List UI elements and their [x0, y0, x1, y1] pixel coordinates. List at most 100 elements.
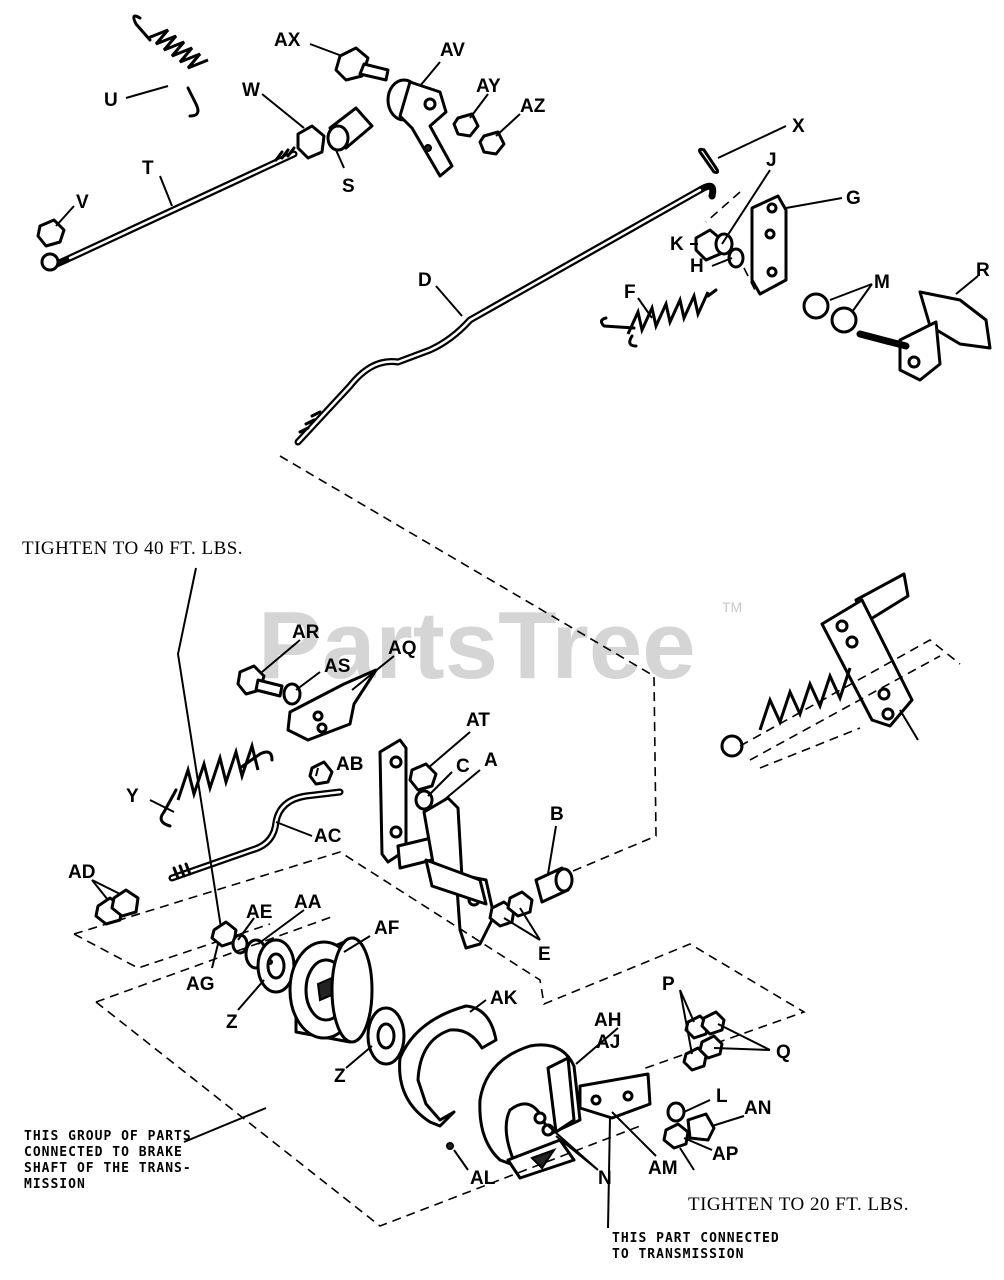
label-aj: AJ — [596, 1032, 620, 1053]
label-ad: AD — [68, 862, 95, 883]
note-trans-line-2: TO TRANSMISSION — [612, 1247, 744, 1262]
label-ah: AH — [594, 1010, 621, 1031]
label-aa: AA — [294, 892, 322, 913]
label-ae: AE — [246, 902, 272, 923]
label-j: J — [766, 150, 777, 171]
label-an: AN — [744, 1098, 771, 1119]
label-leaders — [55, 43, 979, 1229]
label-m: M — [874, 272, 890, 293]
label-l: L — [716, 1086, 728, 1107]
label-av: AV — [440, 40, 465, 61]
part-ad-nuts — [94, 888, 140, 926]
part-j-washer — [714, 232, 734, 256]
label-k: K — [670, 234, 684, 255]
part-h-washer — [727, 247, 745, 269]
part-am-bracket — [578, 1072, 652, 1120]
label-al: AL — [470, 1168, 496, 1189]
label-r: R — [976, 260, 990, 281]
label-t: T — [142, 158, 154, 179]
part-s-bushing — [326, 106, 374, 152]
torque-40-leader — [176, 567, 223, 935]
part-ah-aj-band — [478, 1043, 582, 1180]
part-as-washer — [282, 682, 302, 706]
label-ag: AG — [186, 974, 215, 995]
part-z-hub-lower — [366, 1006, 406, 1066]
label-az: AZ — [520, 96, 546, 117]
note-group-line-4: MISSION — [24, 1177, 86, 1192]
part-x-cotter-pin — [698, 147, 720, 174]
part-t-rod — [40, 146, 298, 272]
label-n: N — [598, 1168, 612, 1189]
part-m-bushings — [802, 292, 858, 334]
part-b-bushing — [534, 866, 574, 904]
part-ak-band — [398, 1004, 498, 1128]
label-s: S — [342, 176, 355, 197]
label-ar: AR — [292, 622, 320, 643]
label-p: P — [662, 974, 675, 995]
part-r-pedal — [856, 290, 992, 382]
label-af: AF — [374, 918, 399, 939]
part-g-plate — [750, 194, 788, 296]
label-f: F — [624, 282, 636, 303]
label-am: AM — [648, 1158, 678, 1179]
label-aq: AQ — [388, 638, 417, 659]
part-af-drum — [288, 936, 374, 1044]
part-an-bolt — [686, 1112, 716, 1142]
label-q: Q — [776, 1042, 791, 1063]
part-az-nut — [478, 130, 506, 156]
watermark-brand: PartsTree — [258, 592, 696, 699]
part-labels: U W AX AV AY AZ X T S V J G K H D F M R … — [68, 30, 990, 1189]
part-q-nuts — [698, 1010, 726, 1060]
part-y-spring — [159, 740, 274, 828]
alignment-line-g — [705, 191, 757, 293]
part-e-nuts — [488, 890, 534, 928]
label-ak: AK — [490, 988, 518, 1009]
note-trans-line-1: THIS PART CONNECTED — [612, 1231, 780, 1246]
label-at: AT — [466, 710, 490, 731]
note-torque-40: TIGHTEN TO 40 FT. LBS. — [22, 538, 243, 559]
label-c: C — [456, 756, 470, 777]
label-w: W — [242, 80, 260, 101]
label-a: A — [484, 750, 498, 771]
label-e: E — [538, 944, 551, 965]
note-torque-20: TIGHTEN TO 20 FT. LBS. — [688, 1194, 909, 1215]
part-d-rod — [294, 182, 717, 446]
label-x: X — [792, 116, 805, 137]
label-z-lower: Z — [334, 1066, 346, 1087]
label-y: Y — [126, 786, 139, 807]
label-ax: AX — [274, 30, 301, 51]
label-z-upper: Z — [226, 1012, 238, 1033]
part-a-lever-assembly — [378, 738, 496, 950]
label-ay: AY — [476, 76, 501, 97]
label-as: AS — [324, 656, 350, 677]
note-brake-shaft-group: THIS GROUP OF PARTS CONNECTED TO BRAKE S… — [24, 1129, 192, 1192]
part-ap-nut — [662, 1122, 690, 1150]
note-group-line-1: THIS GROUP OF PARTS — [24, 1129, 192, 1144]
label-h: H — [690, 256, 704, 277]
part-u-spring — [132, 14, 209, 118]
note-group-line-2: CONNECTED TO BRAKE — [24, 1145, 183, 1160]
label-ap: AP — [712, 1144, 739, 1165]
part-z-hub-upper — [256, 938, 296, 994]
part-ax-bolt — [334, 46, 390, 82]
part-av-lever — [386, 78, 454, 178]
part-ay-nut — [452, 112, 480, 138]
part-f-spring — [599, 288, 718, 348]
label-d: D — [418, 270, 432, 291]
label-u: U — [104, 90, 118, 111]
part-ab-nut — [308, 760, 334, 786]
label-ac: AC — [314, 826, 342, 847]
pedal-spring-assembly — [720, 572, 961, 769]
alignment-line-d-to-b — [279, 455, 657, 875]
part-l-washer — [666, 1101, 686, 1123]
part-v-nut — [36, 218, 66, 248]
label-b: B — [550, 804, 564, 825]
label-ab: AB — [336, 754, 363, 775]
part-al-pin — [446, 1142, 454, 1150]
note-transmission-part: THIS PART CONNECTED TO TRANSMISSION — [612, 1231, 780, 1262]
part-at-nut — [408, 762, 438, 792]
label-v: V — [76, 192, 89, 213]
note-group-line-3: SHAFT OF THE TRANS- — [24, 1161, 192, 1176]
label-g: G — [846, 188, 861, 209]
